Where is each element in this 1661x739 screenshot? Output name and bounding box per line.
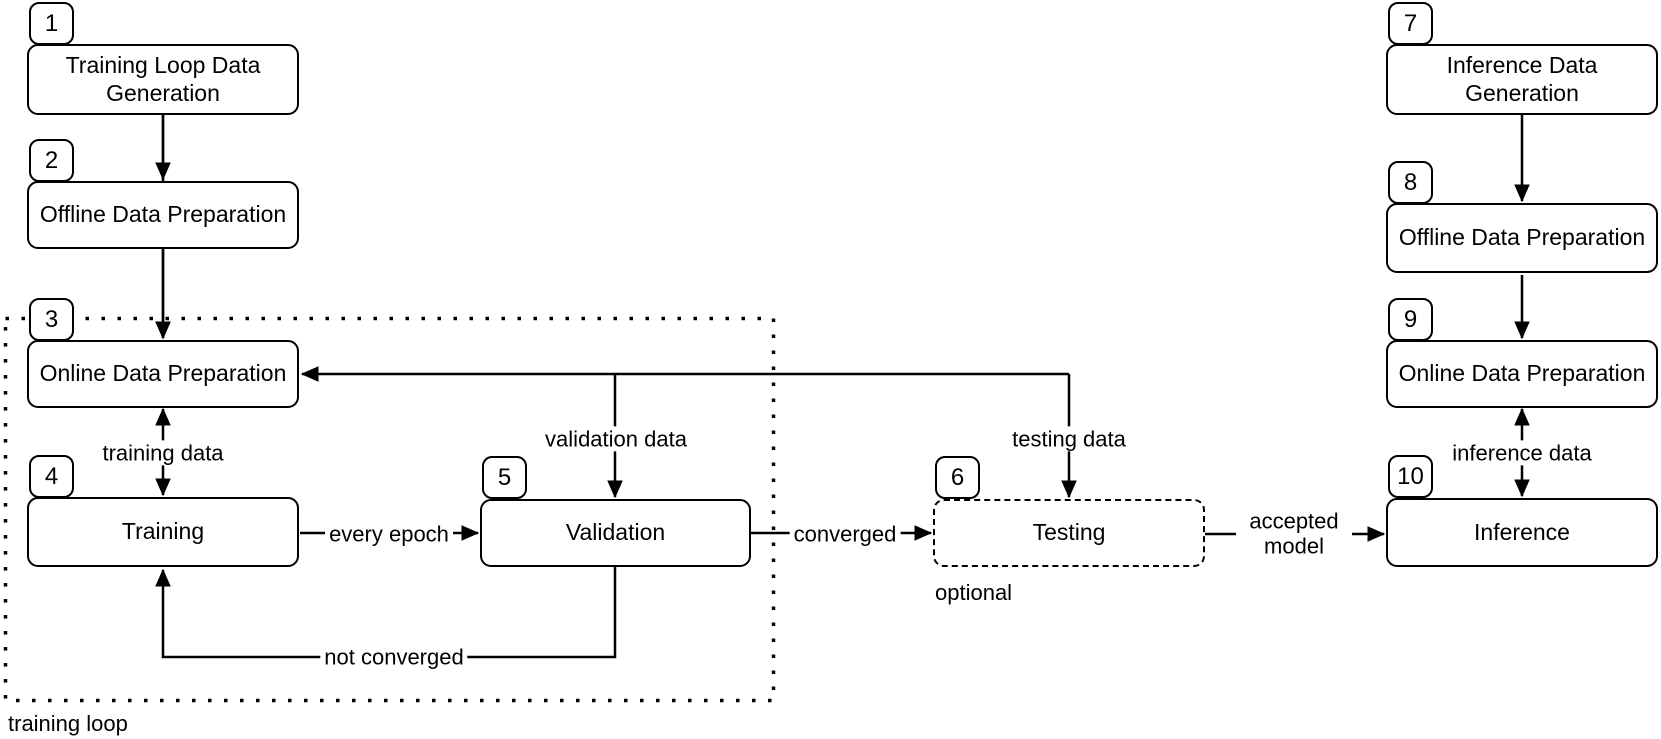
edge-label-converged: converged <box>789 521 901 547</box>
node-label: Online Data Preparation <box>39 360 287 387</box>
node-number-badge-9: 9 <box>1388 298 1433 341</box>
node-label: Inference Data Generation <box>1446 52 1598 106</box>
edge-label-validation-data: validation data <box>541 426 691 452</box>
edge-label-training-data: training data <box>98 440 228 466</box>
node-offline-data-preparation-training: Offline Data Preparation <box>27 181 299 249</box>
edge-label-accepted-model: accepted model <box>1236 508 1352 560</box>
annotation-training-loop: training loop <box>8 711 128 736</box>
node-inference-data-generation: Inference Data Generation <box>1386 44 1658 115</box>
node-online-data-preparation-inference: Online Data Preparation <box>1386 340 1658 408</box>
node-label: Inference <box>1474 518 1570 545</box>
node-number-badge-7: 7 <box>1388 2 1433 45</box>
node-label: Testing <box>1032 519 1106 546</box>
node-testing: Testing <box>933 499 1205 567</box>
training-loop-container-border <box>3 316 776 703</box>
node-number-badge-10: 10 <box>1388 455 1433 498</box>
node-label: Training Loop Data Generation <box>65 52 261 106</box>
node-validation: Validation <box>480 499 751 567</box>
node-number-badge-4: 4 <box>29 455 74 498</box>
node-number-badge-8: 8 <box>1388 161 1433 204</box>
edge-label-not-converged: not converged <box>320 644 468 670</box>
node-label: Training <box>121 518 205 545</box>
node-label: Validation <box>565 519 666 546</box>
node-number-badge-5: 5 <box>482 456 527 499</box>
node-number-badge-2: 2 <box>29 139 74 182</box>
node-training: Training <box>27 497 299 567</box>
node-label: Online Data Preparation <box>1398 360 1646 387</box>
node-offline-data-preparation-inference: Offline Data Preparation <box>1386 203 1658 273</box>
node-online-data-preparation-training: Online Data Preparation <box>27 340 299 408</box>
node-number-badge-3: 3 <box>29 298 74 341</box>
annotation-optional: optional <box>935 580 1013 605</box>
edge-label-every-epoch: every epoch <box>325 521 453 547</box>
edge-label-testing-data: testing data <box>1008 426 1130 452</box>
node-number-badge-6: 6 <box>935 456 980 499</box>
node-label: Offline Data Preparation <box>1398 224 1646 251</box>
node-number-badge-1: 1 <box>29 2 74 45</box>
edge-label-inference-data: inference data <box>1448 440 1596 466</box>
node-inference: Inference <box>1386 498 1658 567</box>
node-training-loop-data-generation: Training Loop Data Generation <box>27 44 299 115</box>
node-label: Offline Data Preparation <box>39 201 287 228</box>
